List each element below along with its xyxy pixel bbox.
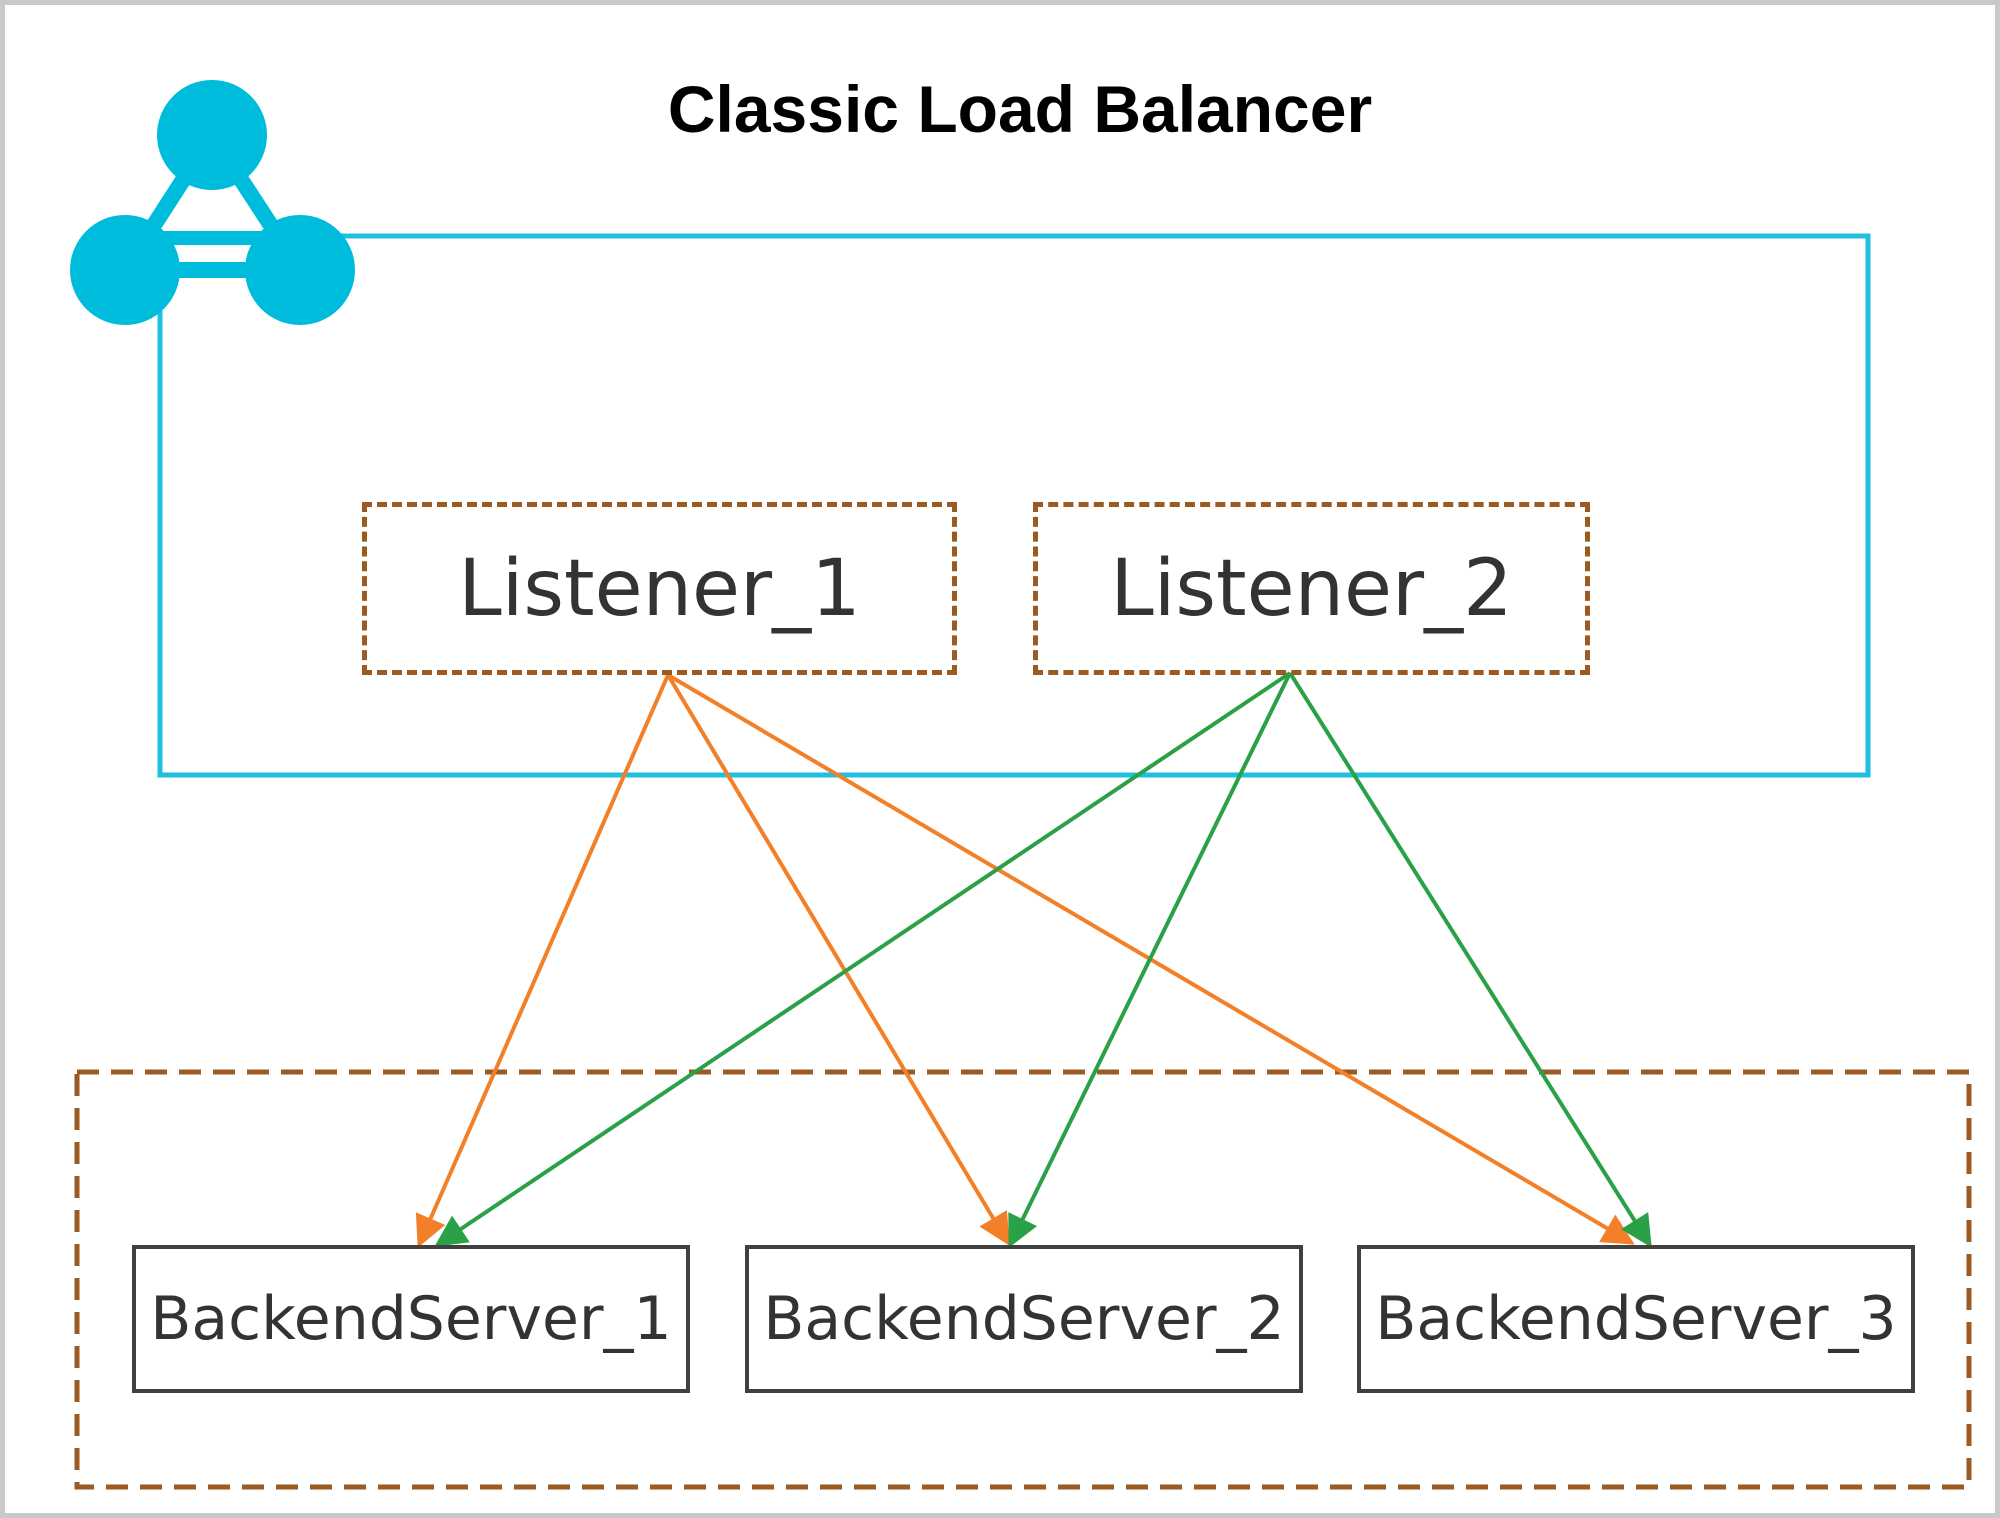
load-balancer-container <box>157 233 1871 778</box>
listener-2-box: Listener_2 <box>1033 502 1590 675</box>
diagram-title: Classic Load Balancer <box>667 72 1373 146</box>
backend-server-1-box: BackendServer_1 <box>132 1245 690 1393</box>
connections-layer <box>415 671 1652 1248</box>
backend-server-group <box>74 1069 1972 1490</box>
backend-server-2-box: BackendServer_2 <box>745 1245 1303 1393</box>
backend-server-3-box: BackendServer_3 <box>1357 1245 1915 1393</box>
listener-1-box: Listener_1 <box>362 502 957 675</box>
connection-arrow-listener-1-to-backendserver-2 <box>666 673 1010 1246</box>
connection-arrow-listener-2-to-backendserver-2 <box>1008 672 1292 1248</box>
connection-arrow-listener-1-to-backendserver-1 <box>415 674 670 1248</box>
connection-arrow-listener-2-to-backendserver-3 <box>1288 671 1652 1248</box>
connection-arrow-listener-2-to-backendserver-1 <box>434 671 1292 1247</box>
diagram-svg <box>70 80 1972 1490</box>
load-balancer-icon <box>70 80 355 325</box>
